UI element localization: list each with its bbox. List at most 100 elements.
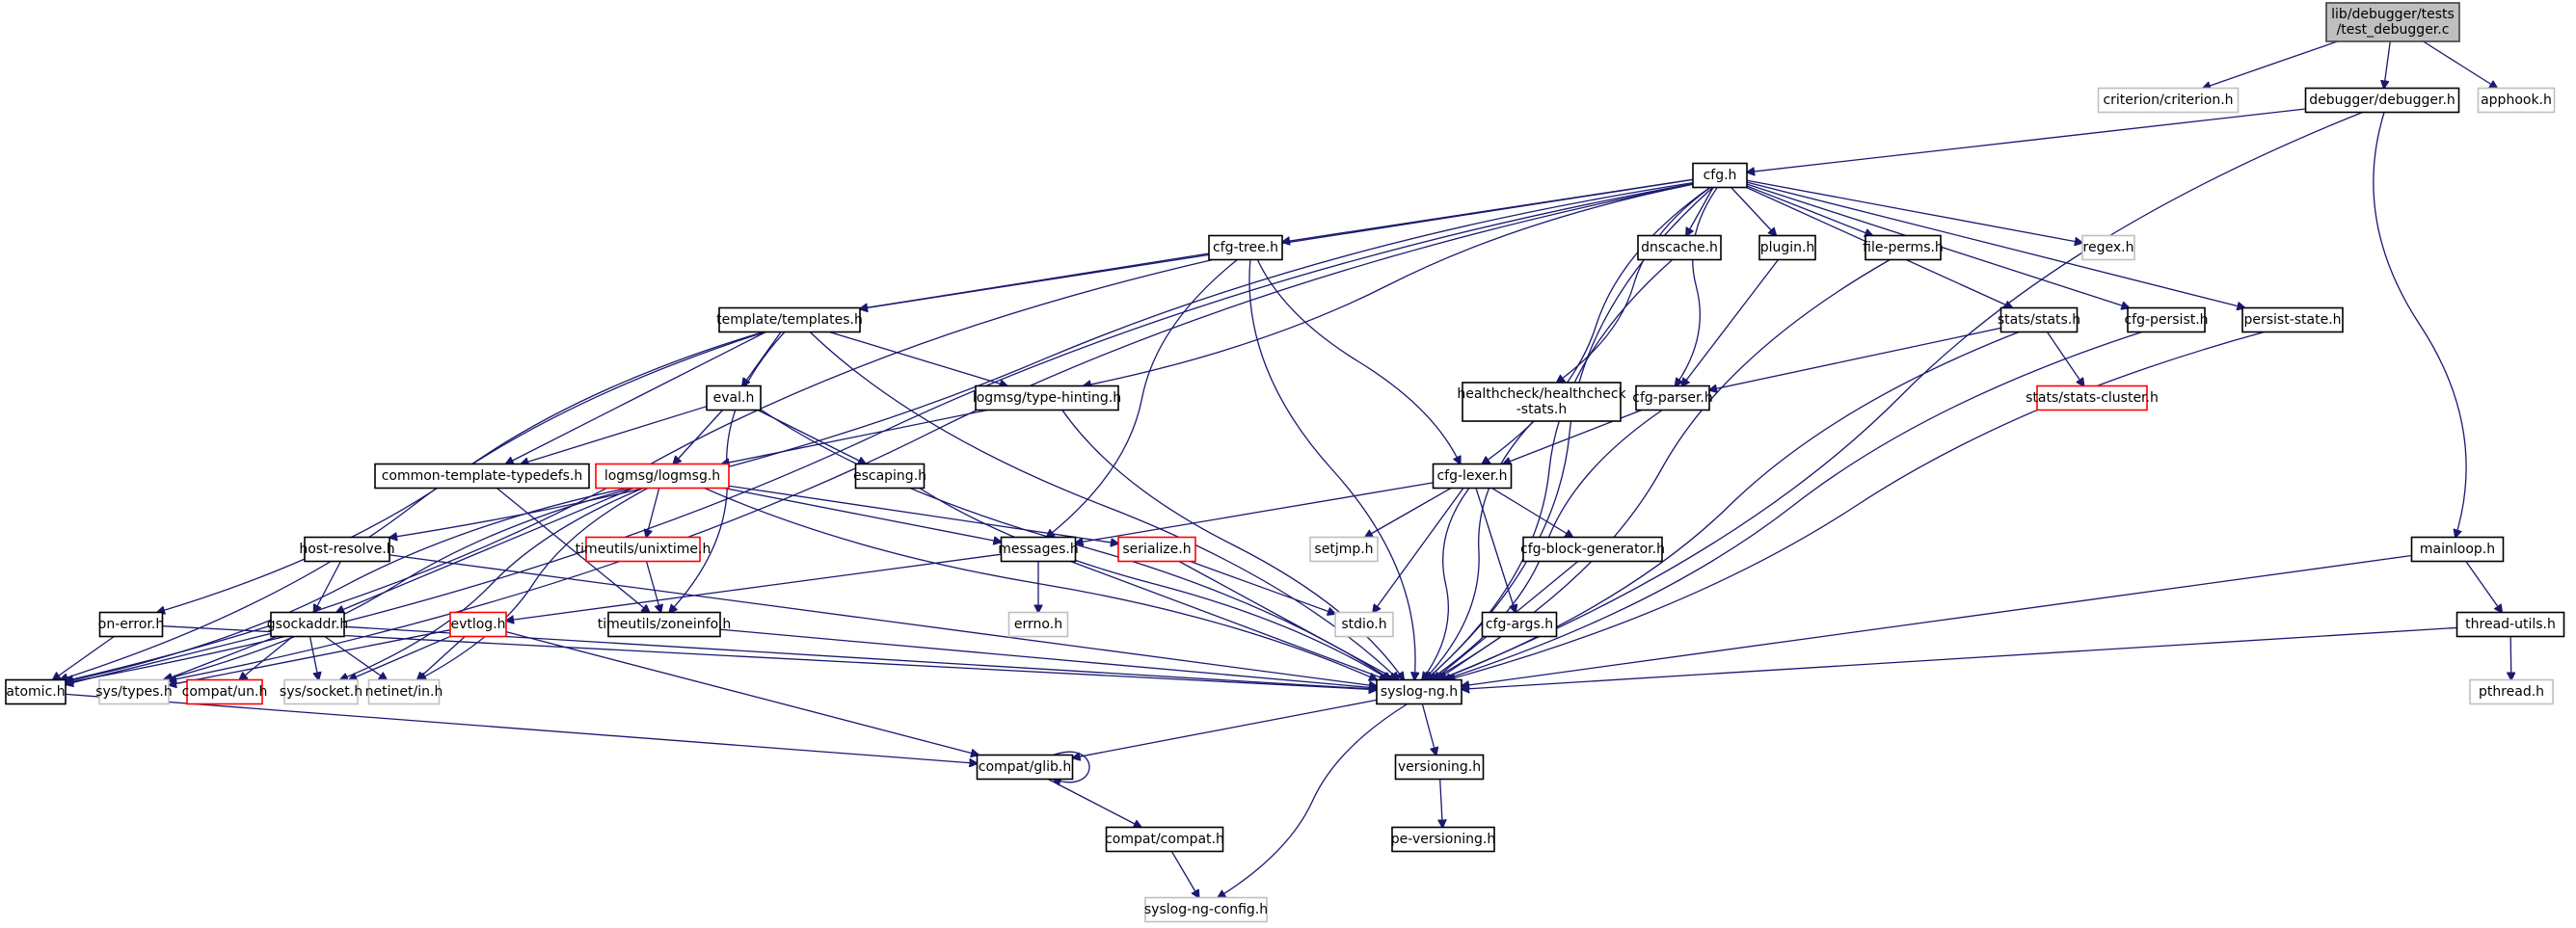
node-zoneinfo[interactable]: timeutils/zoneinfo.h xyxy=(598,611,732,638)
node-cfgpersist[interactable]: cfg-persist.h xyxy=(2124,306,2209,333)
node-debugger[interactable]: debugger/debugger.h xyxy=(2304,87,2460,114)
edge-stats-to-cfgparser xyxy=(1709,327,2001,389)
node-label: cfg-parser.h xyxy=(1632,390,1713,406)
node-serialize[interactable]: serialize.h xyxy=(1117,536,1196,563)
node-box xyxy=(2081,234,2135,261)
node-onerror[interactable]: on-error.h xyxy=(98,611,164,638)
node-plugin[interactable]: plugin.h xyxy=(1758,234,1816,261)
nodes-layer: lib/debugger/tests/test_debugger.ccriter… xyxy=(5,2,2565,923)
node-persiststate[interactable]: persist-state.h xyxy=(2241,306,2344,333)
node-label: common-template-typedefs.h xyxy=(382,468,583,484)
edge-serialize-to-stdio xyxy=(1190,560,1335,615)
node-box xyxy=(304,536,390,563)
node-box xyxy=(1692,162,1748,189)
node-dnscache[interactable]: dnscache.h xyxy=(1637,234,1722,261)
node-systypes[interactable]: sys/types.h xyxy=(95,678,173,705)
node-cfg[interactable]: cfg.h xyxy=(1692,162,1748,189)
node-glib[interactable]: compat/glib.h xyxy=(976,754,1074,781)
node-peversioning[interactable]: pe-versioning.h xyxy=(1391,826,1495,853)
edge-syslogng-to-syslogngconfig xyxy=(1218,703,1409,898)
node-messages[interactable]: messages.h xyxy=(998,536,1079,563)
node-box xyxy=(1432,463,1513,490)
node-compat[interactable]: compat/compat.h xyxy=(1105,826,1224,853)
node-box xyxy=(5,678,67,705)
node-healthcheck[interactable]: healthcheck/healthcheck-stats.h xyxy=(1457,382,1627,422)
node-mainloop[interactable]: mainloop.h xyxy=(2410,536,2505,563)
node-box xyxy=(1522,536,1663,563)
node-commontypedefs[interactable]: common-template-typedefs.h xyxy=(374,463,590,490)
node-label: apphook.h xyxy=(2481,93,2552,108)
node-box xyxy=(186,678,263,705)
node-setjmp[interactable]: setjmp.h xyxy=(1309,536,1379,563)
node-box xyxy=(2477,87,2556,114)
node-syslogngconfig[interactable]: syslog-ng-config.h xyxy=(1144,896,1268,923)
node-cfglexer[interactable]: cfg-lexer.h xyxy=(1432,463,1513,490)
node-label: escaping.h xyxy=(853,468,926,484)
node-threadutils[interactable]: thread-utils.h xyxy=(2455,611,2565,638)
node-box xyxy=(1105,826,1224,853)
node-cfgparser[interactable]: cfg-parser.h xyxy=(1632,384,1713,411)
node-gsockaddr[interactable]: gsockaddr.h xyxy=(267,611,348,638)
node-pthread[interactable]: pthread.h xyxy=(2469,678,2554,705)
node-syslogng[interactable]: syslog-ng.h xyxy=(1376,678,1462,705)
node-box xyxy=(1462,382,1622,422)
edge-atomic-to-glib xyxy=(65,693,978,763)
node-netinet[interactable]: netinet/in.h xyxy=(365,678,443,705)
node-errno[interactable]: errno.h xyxy=(1007,611,1069,638)
node-box xyxy=(718,306,861,333)
node-escaping[interactable]: escaping.h xyxy=(853,463,926,490)
node-box xyxy=(607,611,721,638)
edge-cfglexer-to-messages xyxy=(1076,482,1434,544)
node-cfgargs[interactable]: cfg-args.h xyxy=(1481,611,1558,638)
edge-logmsg-to-systypes xyxy=(164,487,633,680)
node-eval[interactable]: eval.h xyxy=(706,384,762,411)
node-versioning[interactable]: versioning.h xyxy=(1394,754,1485,781)
node-box xyxy=(98,678,170,705)
node-box xyxy=(595,463,730,490)
node-box xyxy=(1376,678,1462,705)
node-label: -stats.h xyxy=(1516,402,1568,417)
node-logmsg[interactable]: logmsg/logmsg.h xyxy=(595,463,730,490)
node-atomic[interactable]: atomic.h xyxy=(5,678,67,705)
edge-mainloop-to-syslogng xyxy=(1462,554,2412,686)
edge-cfg-to-systypes xyxy=(169,183,1694,680)
edge-glib-to-compat xyxy=(1047,778,1141,828)
edge-evtlog-to-systypes xyxy=(169,629,451,685)
node-box xyxy=(1000,536,1077,563)
node-syssocket[interactable]: sys/socket.h xyxy=(280,678,362,705)
node-label: syslog-ng-config.h xyxy=(1144,902,1268,917)
edge-serialize-to-syslogng xyxy=(1178,560,1397,680)
node-templates[interactable]: template/templates.h xyxy=(716,306,863,333)
edge-threadutils-to-pthread xyxy=(2510,636,2511,680)
edge-logmsg-to-unixtime xyxy=(646,488,660,538)
node-box xyxy=(1117,536,1196,563)
node-regex[interactable]: regex.h xyxy=(2081,234,2135,261)
node-box xyxy=(98,611,164,638)
node-evtlog[interactable]: evtlog.h xyxy=(449,611,507,638)
node-stats[interactable]: stats/stats.h xyxy=(1998,306,2080,333)
edge-commontypedefs-to-zoneinfo xyxy=(496,487,649,613)
node-label: dnscache.h xyxy=(1641,240,1718,255)
node-compatun[interactable]: compat/un.h xyxy=(182,678,268,705)
node-label: plugin.h xyxy=(1760,240,1815,255)
node-stdio[interactable]: stdio.h xyxy=(1334,611,1394,638)
node-fileperms[interactable]: file-perms.h xyxy=(1863,234,1944,261)
node-root[interactable]: lib/debugger/tests/test_debugger.c xyxy=(2325,2,2460,42)
node-box xyxy=(2036,384,2148,411)
node-typehinting[interactable]: logmsg/type-hinting.h xyxy=(973,384,1121,411)
node-label: cfg-tree.h xyxy=(1213,240,1278,255)
node-statscluster[interactable]: stats/stats-cluster.h xyxy=(2026,384,2159,411)
node-apphook[interactable]: apphook.h xyxy=(2477,87,2556,114)
edge-templates-to-typehinting xyxy=(829,331,1007,386)
node-unixtime[interactable]: timeutils/unixtime.h xyxy=(576,536,711,563)
edge-cfg-to-regex xyxy=(1746,179,2082,243)
node-cfgblockgen[interactable]: cfg-block-generator.h xyxy=(1520,536,1665,563)
node-label: logmsg/logmsg.h xyxy=(604,468,720,484)
node-cfgtree[interactable]: cfg-tree.h xyxy=(1208,234,1283,261)
edge-logmsg-to-messages xyxy=(724,487,1001,543)
node-criterion[interactable]: criterion/criterion.h xyxy=(2097,87,2240,114)
edge-gsockaddr-to-netinet xyxy=(324,635,387,680)
node-label: compat/un.h xyxy=(182,684,268,700)
node-hostresolve[interactable]: host-resolve.h xyxy=(299,536,395,563)
